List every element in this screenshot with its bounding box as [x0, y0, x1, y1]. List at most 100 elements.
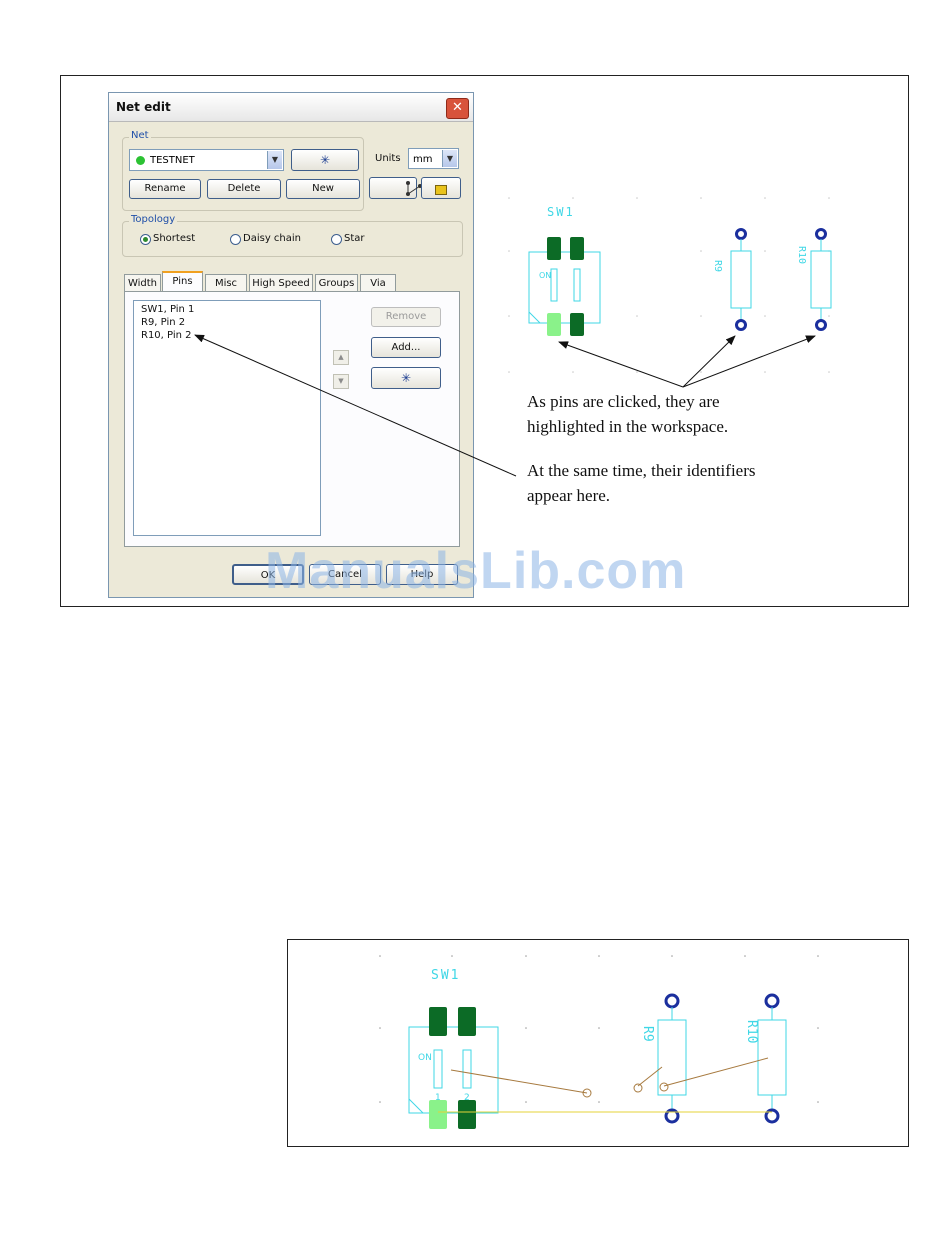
caption-line: highlighted in the workspace. [527, 417, 729, 436]
units-select[interactable]: mm ▼ [408, 148, 459, 169]
net-edit-dialog: Net edit ✕ Net TESTNET ▼ ✳ Units mm ▼ Re… [108, 92, 474, 598]
remove-button[interactable]: Remove [371, 307, 441, 327]
caption-line: As pins are clicked, they are [527, 392, 720, 411]
pin-list-item[interactable]: SW1, Pin 1 [141, 304, 195, 315]
ratsnest-line [450, 1069, 588, 1094]
sw1-pin2-label: 2 [464, 1093, 470, 1103]
tab-via[interactable]: Via [360, 274, 396, 291]
sw1-pad[interactable] [458, 1100, 476, 1129]
arrow-to-sw1 [558, 341, 684, 388]
tab-high-speed[interactable]: High Speed [249, 274, 313, 291]
r9-pin1[interactable] [735, 228, 747, 240]
net-select[interactable]: TESTNET ▼ [129, 149, 284, 171]
sw1-switch [573, 268, 581, 302]
lock-icon [435, 185, 447, 195]
sw1-pad[interactable] [570, 237, 584, 260]
grid-dots [508, 197, 830, 373]
pins-tab-panel: SW1, Pin 1 R9, Pin 2 R10, Pin 2 ▲ ▼ Remo… [124, 291, 460, 547]
chevron-down-icon: ▼ [267, 151, 282, 169]
r10-pin2-highlighted[interactable] [815, 319, 827, 331]
net-group-label: Net [129, 130, 151, 141]
arrow-up-icon: ▲ [338, 353, 344, 361]
ratsnest-node [582, 1088, 592, 1098]
ratsnest-line [637, 1066, 663, 1087]
net-select-value: TESTNET [150, 155, 195, 166]
topology-daisy-chain-radio[interactable] [230, 234, 241, 245]
sw1-pad[interactable] [570, 313, 584, 336]
r9-label: R9 [640, 1026, 655, 1042]
topology-view-button[interactable] [369, 177, 422, 199]
topology-group: Topology [122, 214, 463, 257]
sw1-pad[interactable] [458, 1007, 476, 1036]
add-button[interactable]: Add... [371, 337, 441, 358]
sw1-switch [462, 1049, 472, 1089]
caption-highlight: As pins are clicked, they are highlighte… [527, 389, 728, 439]
tab-misc[interactable]: Misc [205, 274, 247, 291]
figure-workspace-ratsnest: SW1 ON 1 2 R9 R10 [287, 939, 909, 1147]
pick-cursor-icon: ✳ [319, 153, 331, 167]
tab-groups[interactable]: Groups [315, 274, 358, 291]
sw1-pad-highlighted[interactable] [547, 313, 561, 336]
pin-list-item[interactable]: R9, Pin 2 [141, 317, 186, 328]
help-button[interactable]: Help [386, 564, 458, 585]
arrow-to-pin-list [194, 334, 517, 477]
workspace-2: SW1 ON 1 2 R9 R10 [379, 955, 819, 1129]
r9-body [730, 250, 752, 309]
topology-daisy-chain-label: Daisy chain [243, 233, 301, 244]
net-status-icon [136, 156, 145, 165]
move-down-button[interactable]: ▼ [333, 374, 349, 389]
tab-width[interactable]: Width [124, 274, 161, 291]
chevron-down-icon: ▼ [442, 150, 457, 167]
cancel-button[interactable]: Cancel [309, 564, 381, 585]
r10-pin2[interactable] [764, 1108, 780, 1124]
caption-line: appear here. [527, 486, 611, 505]
sw1-pin1-mark [528, 311, 541, 324]
topology-icon [406, 181, 422, 196]
arrow-to-r10 [682, 335, 816, 388]
r9-pin1[interactable] [664, 993, 680, 1009]
topology-group-label: Topology [129, 214, 178, 225]
sw1-outline [528, 251, 601, 324]
topology-shortest-radio[interactable] [140, 234, 151, 245]
r10-pin1[interactable] [764, 993, 780, 1009]
move-up-button[interactable]: ▲ [333, 350, 349, 365]
sw1-on-label: ON [418, 1053, 432, 1063]
dialog-title: Net edit [116, 100, 171, 114]
sw1-on-label: ON [539, 271, 551, 280]
ratsnest-node [633, 1083, 643, 1093]
r10-label: R10 [744, 1020, 759, 1043]
ratsnest-node [659, 1082, 669, 1092]
caption-identifiers: At the same time, their identifiers appe… [527, 458, 756, 508]
close-button[interactable]: ✕ [446, 98, 469, 119]
arrow-down-icon: ▼ [338, 377, 344, 385]
net-pick-button[interactable]: ✳ [291, 149, 359, 171]
r10-body [757, 1019, 787, 1096]
tab-pins[interactable]: Pins [162, 271, 203, 292]
r10-pin1[interactable] [815, 228, 827, 240]
ratsnest-line [663, 1057, 769, 1087]
topology-star-label: Star [344, 233, 365, 244]
sw1-pad[interactable] [547, 237, 561, 260]
new-button[interactable]: New [286, 179, 360, 199]
watermark: ManualsLib.com [265, 542, 687, 600]
pick-pin-button[interactable]: ✳ [371, 367, 441, 389]
rename-button[interactable]: Rename [129, 179, 201, 199]
tab-strip: Width Pins Misc High Speed Groups Via [124, 271, 460, 292]
pin-list-item[interactable]: R10, Pin 2 [141, 330, 192, 341]
sw1-label: SW1 [431, 968, 460, 983]
sw1-pad[interactable] [429, 1007, 447, 1036]
sw1-pad-highlighted[interactable] [429, 1100, 447, 1129]
lock-button[interactable] [421, 177, 461, 199]
pick-cursor-icon: ✳ [400, 371, 412, 385]
grid-dots [379, 955, 819, 1103]
r9-label: R9 [712, 260, 723, 272]
figure-net-edit: Net edit ✕ Net TESTNET ▼ ✳ Units mm ▼ Re… [60, 75, 909, 607]
topology-star-radio[interactable] [331, 234, 342, 245]
sw1-pin1-mark [408, 1098, 424, 1114]
r9-pin2-highlighted[interactable] [735, 319, 747, 331]
delete-button[interactable]: Delete [207, 179, 281, 199]
r9-pin2[interactable] [664, 1108, 680, 1124]
arrow-to-r9 [682, 335, 736, 388]
ok-button[interactable]: OK [232, 564, 304, 585]
pin-list[interactable]: SW1, Pin 1 R9, Pin 2 R10, Pin 2 [133, 300, 321, 536]
